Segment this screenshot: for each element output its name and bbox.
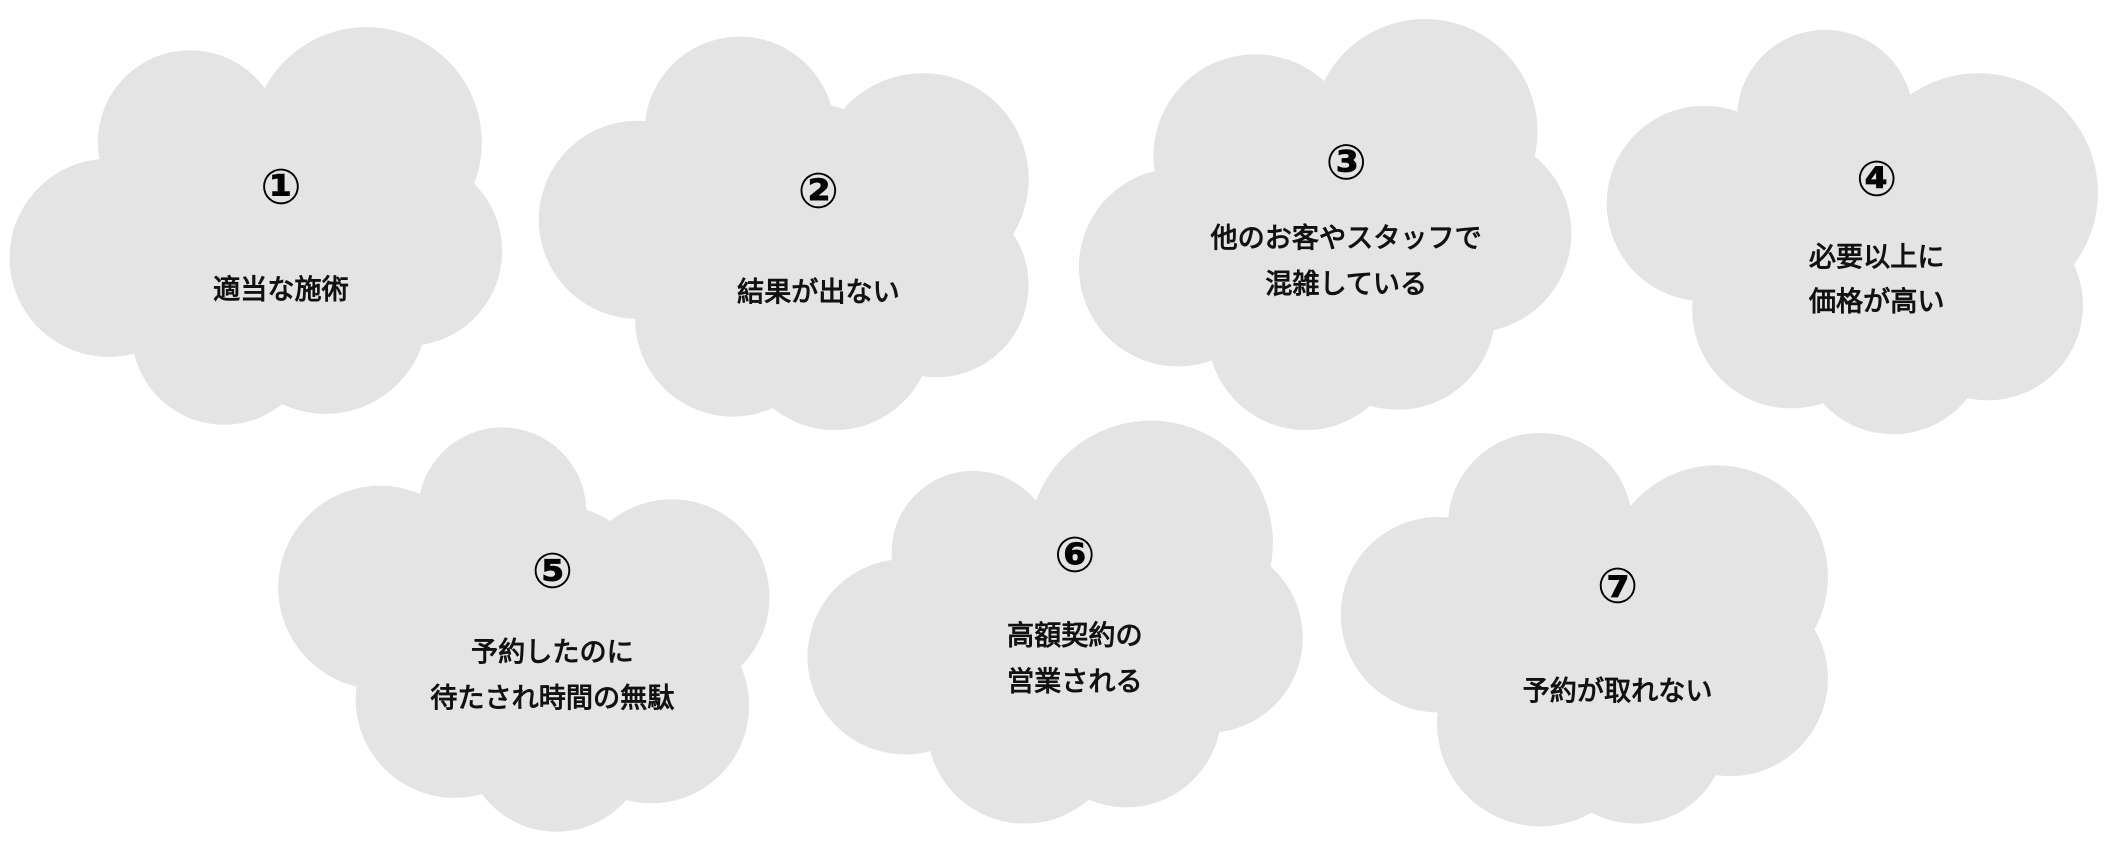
cloud-text: 適当な施術: [213, 274, 349, 306]
cloud-3: ③ 他のお客やスタッフで 混雑している: [1078, 18, 1572, 431]
cloud-shape: [807, 420, 1303, 824]
cloud-number: ⑥: [1054, 526, 1095, 583]
cloud-number: ④: [1856, 150, 1897, 207]
cloud-number: ③: [1325, 134, 1366, 191]
cloud-text-line-2: 営業される: [1007, 666, 1143, 698]
cloud-number: ⑦: [1597, 557, 1638, 614]
cloud-text-line-2: 待たされ時間の無駄: [430, 683, 675, 714]
cloud-shape: [538, 36, 1029, 431]
cloud-number: ②: [798, 163, 839, 220]
cloud-number: ⑤: [532, 543, 573, 600]
cloud-number: ①: [260, 159, 301, 216]
cloud-shape: [1078, 18, 1572, 431]
cloud-text: 予約が取れない: [1523, 675, 1713, 707]
cloud-text-line-1: 必要以上に: [1809, 242, 1945, 273]
cloud-text-line-1: 高額契約の: [1007, 620, 1143, 652]
cloud-text-line-2: 混雑している: [1265, 268, 1427, 300]
cloud-4: ④ 必要以上に 価格が高い: [1606, 29, 2098, 435]
cloud-7: ⑦ 予約が取れない: [1340, 432, 1828, 827]
cloud-text: 結果が出ない: [737, 276, 900, 308]
cloud-text-line-1: 他のお客やスタッフで: [1210, 222, 1482, 254]
cloud-text-line-2: 価格が高い: [1808, 286, 1945, 318]
cloud-shape: [278, 427, 770, 832]
cloud-shape: [1340, 432, 1828, 827]
cloud-text-line-1: 予約したのに: [471, 636, 634, 668]
cloud-shape: [1606, 29, 2098, 435]
cloud-5: ⑤ 予約したのに 待たされ時間の無駄: [278, 427, 770, 832]
cloud-2: ② 結果が出ない: [538, 36, 1029, 431]
cloud-shape: [9, 27, 503, 425]
cloud-6: ⑥ 高額契約の 営業される: [807, 420, 1303, 824]
cloud-1: ① 適当な施術: [9, 27, 503, 425]
